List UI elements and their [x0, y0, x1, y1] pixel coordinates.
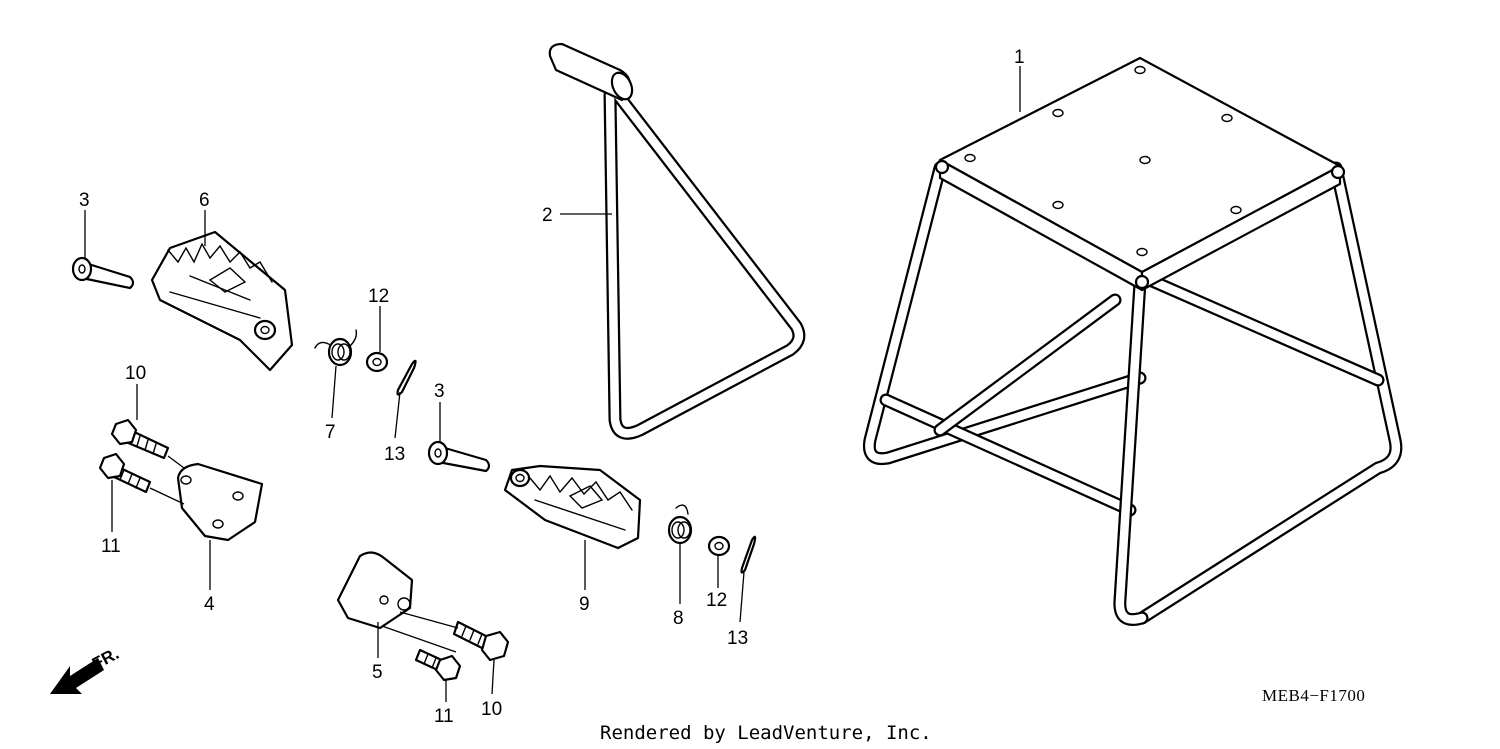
part-bolt-10-left[interactable]: [110, 418, 170, 460]
part-footpeg-left[interactable]: [150, 230, 294, 372]
callout-5: 5: [372, 662, 383, 683]
callout-12-left: 12: [368, 286, 389, 307]
leader-lines: [84, 66, 1021, 702]
callout-3-right: 3: [434, 381, 445, 402]
callout-11-right: 11: [434, 706, 454, 727]
credit-line: Rendered by LeadVenture, Inc.: [600, 722, 932, 744]
part-pin-right[interactable]: [427, 440, 491, 473]
part-pin-left[interactable]: [71, 256, 135, 290]
part-bracket-right[interactable]: [336, 551, 414, 630]
callout-7: 7: [325, 422, 336, 443]
callout-6: 6: [199, 190, 210, 211]
callout-10-left: 10: [125, 363, 146, 384]
part-washer-right[interactable]: [707, 535, 731, 557]
front-direction-indicator: FR.: [50, 644, 122, 694]
callout-8: 8: [673, 608, 684, 629]
part-bolt-11-left[interactable]: [98, 452, 152, 494]
part-side-stand[interactable]: [548, 42, 806, 440]
callout-13-left: 13: [384, 444, 405, 465]
part-bolt-11-right[interactable]: [414, 648, 462, 682]
callout-13-right: 13: [727, 628, 748, 649]
callout-10-right: 10: [481, 699, 502, 720]
part-spring-left[interactable]: [314, 329, 358, 367]
diagram-code: MEB4−F1700: [1262, 686, 1365, 705]
callout-12-right: 12: [706, 590, 727, 611]
part-bolt-10-right[interactable]: [452, 620, 510, 662]
part-stand[interactable]: [862, 56, 1403, 626]
part-cotter-pin-left[interactable]: [396, 359, 417, 396]
part-spring-right[interactable]: [667, 504, 693, 545]
callout-2: 2: [542, 205, 553, 226]
callout-9: 9: [579, 594, 590, 615]
part-cotter-pin-right[interactable]: [740, 535, 757, 574]
callout-3-left: 3: [79, 190, 90, 211]
front-arrow-icon: [50, 658, 104, 694]
callout-1: 1: [1014, 47, 1025, 68]
part-bracket-left[interactable]: [176, 462, 264, 542]
callout-11-left: 11: [101, 536, 121, 557]
part-footpeg-right[interactable]: [503, 464, 642, 550]
plate-bolt-holes: [964, 65, 1242, 257]
part-washer-left[interactable]: [365, 351, 389, 373]
callout-4: 4: [204, 594, 215, 615]
